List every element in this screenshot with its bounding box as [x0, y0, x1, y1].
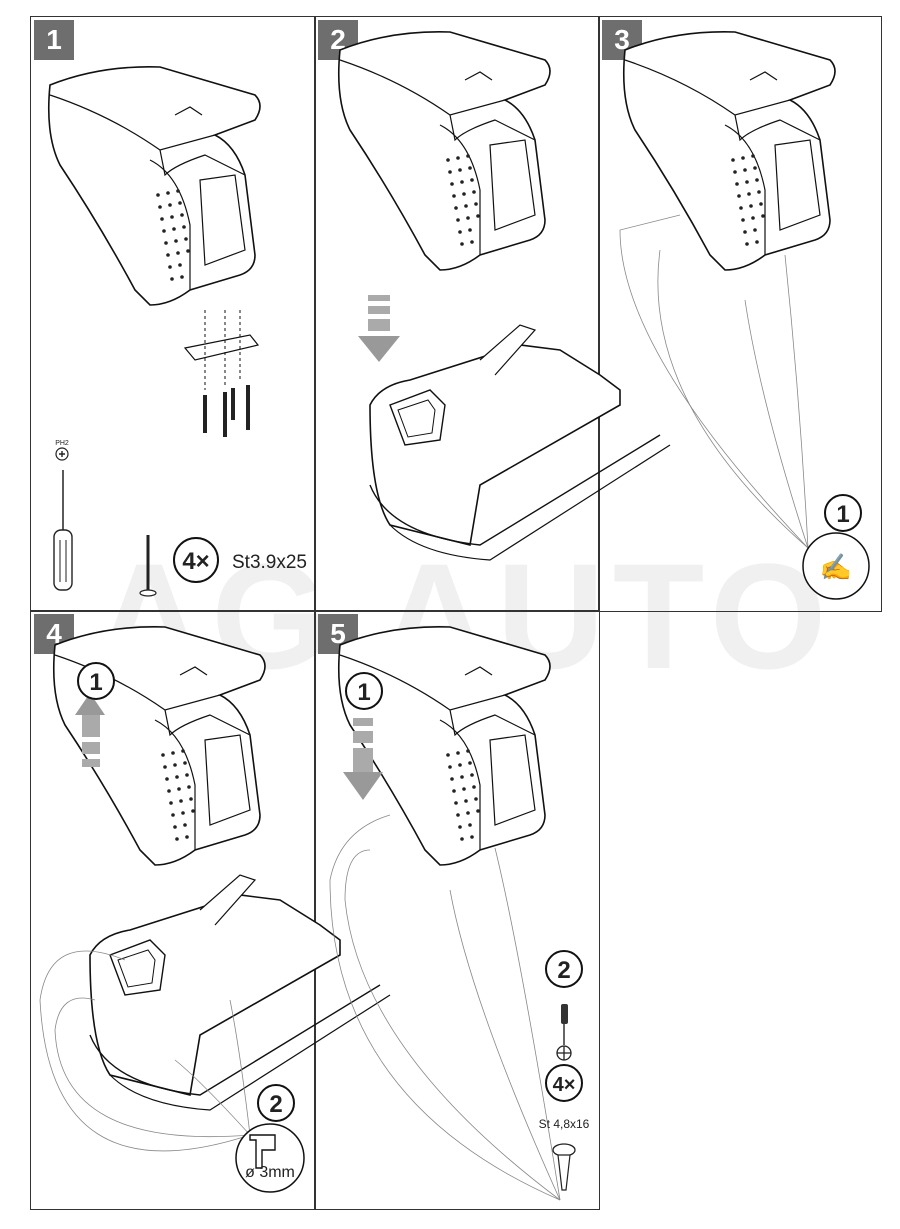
up-arrow-icon: [75, 693, 105, 767]
mounting-bracket: [183, 310, 260, 437]
callout-1-label: 1: [836, 501, 849, 528]
callout-1-circle: [77, 662, 115, 700]
wood-screw-icon: [139, 535, 157, 597]
quantity-circle: [545, 1064, 583, 1102]
callout-1-label: 1: [357, 679, 370, 706]
screw-spec-label: St 4,8x16: [539, 1117, 590, 1131]
screw-spec-label: St3.9x25: [232, 552, 307, 573]
screwdriver-icon: [53, 447, 73, 591]
marking-circle: [802, 532, 870, 600]
console-illustration: [89, 874, 391, 1111]
pen-hand-icon: ✍: [820, 552, 852, 582]
callout-2-label: 2: [557, 957, 570, 984]
callout-1-circle: [345, 672, 383, 710]
console-illustration: [369, 324, 671, 561]
step-1-panel: 1: [30, 16, 316, 612]
guide-lines: [39, 950, 251, 1152]
down-arrow-icon: [358, 295, 400, 362]
step-3-badge: 3: [602, 20, 642, 60]
armrest-illustration: [47, 66, 261, 306]
screwdriver-icon: [561, 1004, 568, 1045]
armrest-illustration: [337, 626, 551, 866]
guide-lines: [619, 214, 809, 549]
down-arrow-icon: [343, 718, 383, 800]
drill-icon: [249, 1134, 276, 1169]
phillips-bit-icon: [556, 1045, 572, 1061]
ph2-label: PH2: [55, 440, 69, 447]
armrest-illustration: [337, 31, 551, 271]
drill-size-label: ø 3mm: [245, 1164, 295, 1181]
quantity-label: 4×: [553, 1074, 576, 1096]
callout-1-label: 1: [89, 669, 102, 696]
callout-2-circle: [257, 1084, 295, 1122]
quantity-label: 4×: [182, 548, 209, 575]
step-5-panel: 5: [314, 610, 600, 1210]
quantity-circle: [173, 537, 219, 583]
step-3-panel: 3: [598, 16, 882, 612]
drill-circle: [235, 1123, 305, 1193]
callout-2-label: 2: [269, 1091, 282, 1118]
callout-2-circle: [545, 950, 583, 988]
step-1-badge: 1: [34, 20, 74, 60]
callout-1-circle: [824, 494, 862, 532]
guide-lines: [329, 814, 561, 1201]
armrest-illustration: [622, 31, 836, 271]
self-tapping-screw-icon: [552, 1143, 576, 1191]
